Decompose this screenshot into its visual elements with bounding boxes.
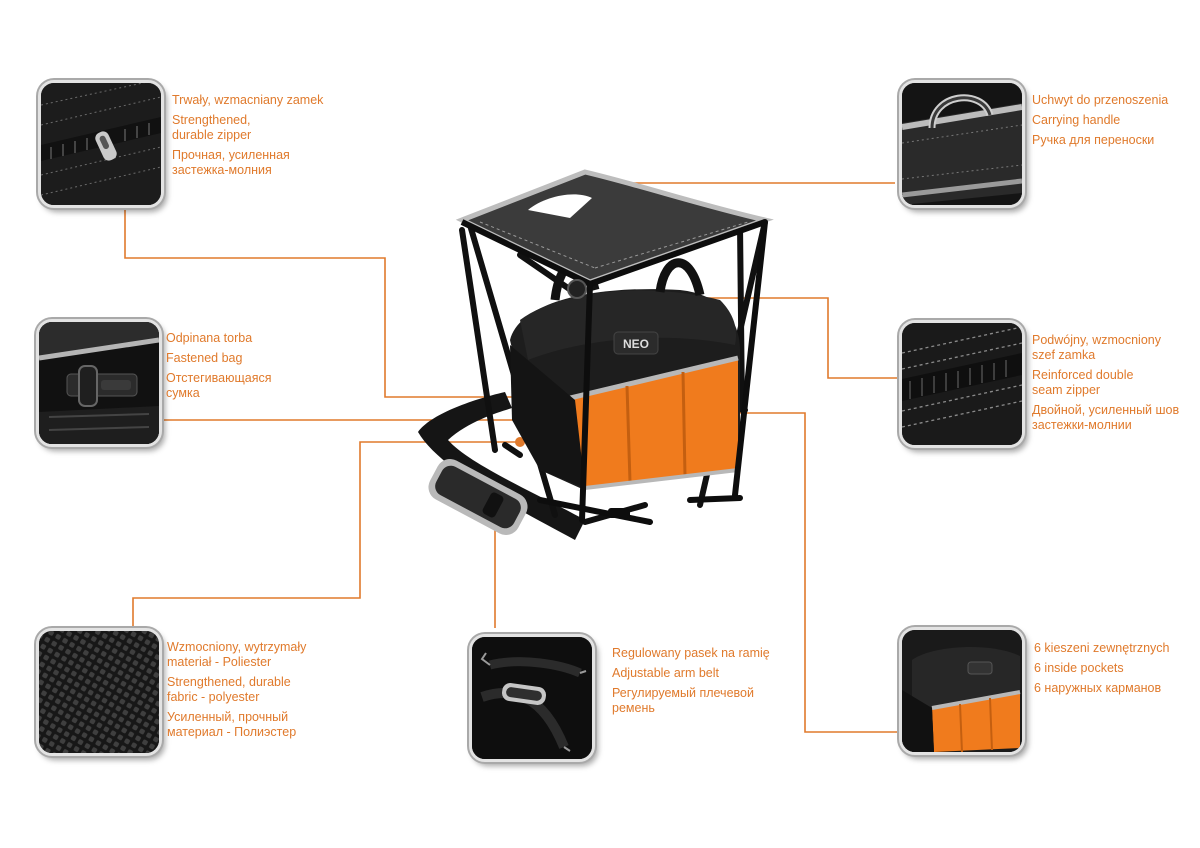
callout-arm-belt-pl: Regulowany pasek na ramię (612, 646, 770, 660)
callout-fastened-bag-en: Fastened bag (166, 351, 243, 365)
callout-pockets-text: 6 kieszeni zewnętrznych 6 inside pockets… (1034, 641, 1194, 701)
zipper-photo (38, 80, 164, 208)
brand-logo: NEO (623, 337, 649, 351)
callout-arm-belt-text: Regulowany pasek na ramię Adjustable arm… (612, 646, 787, 721)
callout-handle-pl: Uchwyt do przenoszenia (1032, 93, 1169, 107)
handle-photo (899, 80, 1025, 208)
callout-zipper-en: Strengthened,durable zipper (172, 113, 252, 142)
callout-pockets-ru: 6 наружных карманов (1034, 681, 1162, 695)
pockets-photo (899, 627, 1025, 755)
callout-pockets-en: 6 inside pockets (1034, 661, 1124, 675)
fabric-photo (36, 628, 162, 756)
callout-handle-text: Uchwyt do przenoszenia Carrying handle Р… (1032, 93, 1197, 153)
leader-fabric (132, 441, 520, 628)
callout-fastened-bag-pl: Odpinana torba (166, 331, 253, 345)
callout-arm-belt-en: Adjustable arm belt (612, 666, 720, 680)
callout-zipper-pl: Trwały, wzmacniany zamek (172, 93, 324, 107)
leader-double-zipper (612, 297, 900, 379)
strap-photo (469, 634, 595, 762)
leader-zipper (124, 207, 522, 398)
callout-fastened-bag-text: Odpinana torba Fastened bag Отстегивающа… (166, 331, 336, 406)
callout-handle-en: Carrying handle (1032, 113, 1121, 127)
buckle-photo (36, 319, 162, 447)
callout-handle-ru: Ручка для переноски (1032, 133, 1155, 147)
callout-zipper-text: Trwały, wzmacniany zamek Strengthened,du… (172, 93, 342, 183)
callout-pockets-pl: 6 kieszeni zewnętrznych (1034, 641, 1170, 655)
leader-pockets (676, 412, 900, 733)
seam-zipper-photo (899, 320, 1025, 448)
